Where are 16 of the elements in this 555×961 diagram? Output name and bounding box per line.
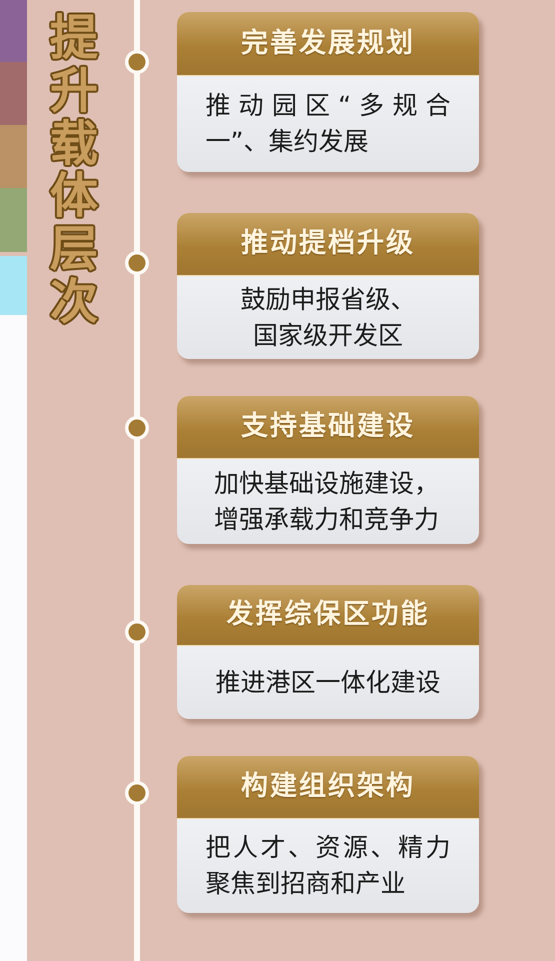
card-description: 鼓励申报省级、国家级开发区	[240, 284, 416, 352]
card-description: 加快基础设施建设，增强承载力和竞争力	[214, 468, 440, 536]
card-title: 完善发展规划	[241, 26, 415, 60]
card-title: 推动提档升级	[241, 227, 415, 261]
step-card	[177, 12, 479, 172]
step-card	[177, 585, 479, 719]
card-title: 构建组织架构	[241, 770, 415, 804]
card-description: 推进港区一体化建设	[216, 666, 440, 698]
card-description: 推动园区“多规合一”、集约发展	[206, 90, 450, 158]
step-card	[177, 213, 479, 359]
card-title: 支持基础建设	[241, 410, 415, 444]
card-description: 把人才、资源、精力聚焦到招商和产业	[206, 832, 450, 900]
card-title: 发挥综保区功能	[226, 598, 430, 632]
step-card	[177, 396, 479, 544]
vertical-title: 提升载体层次	[50, 12, 98, 329]
step-card	[177, 756, 479, 913]
